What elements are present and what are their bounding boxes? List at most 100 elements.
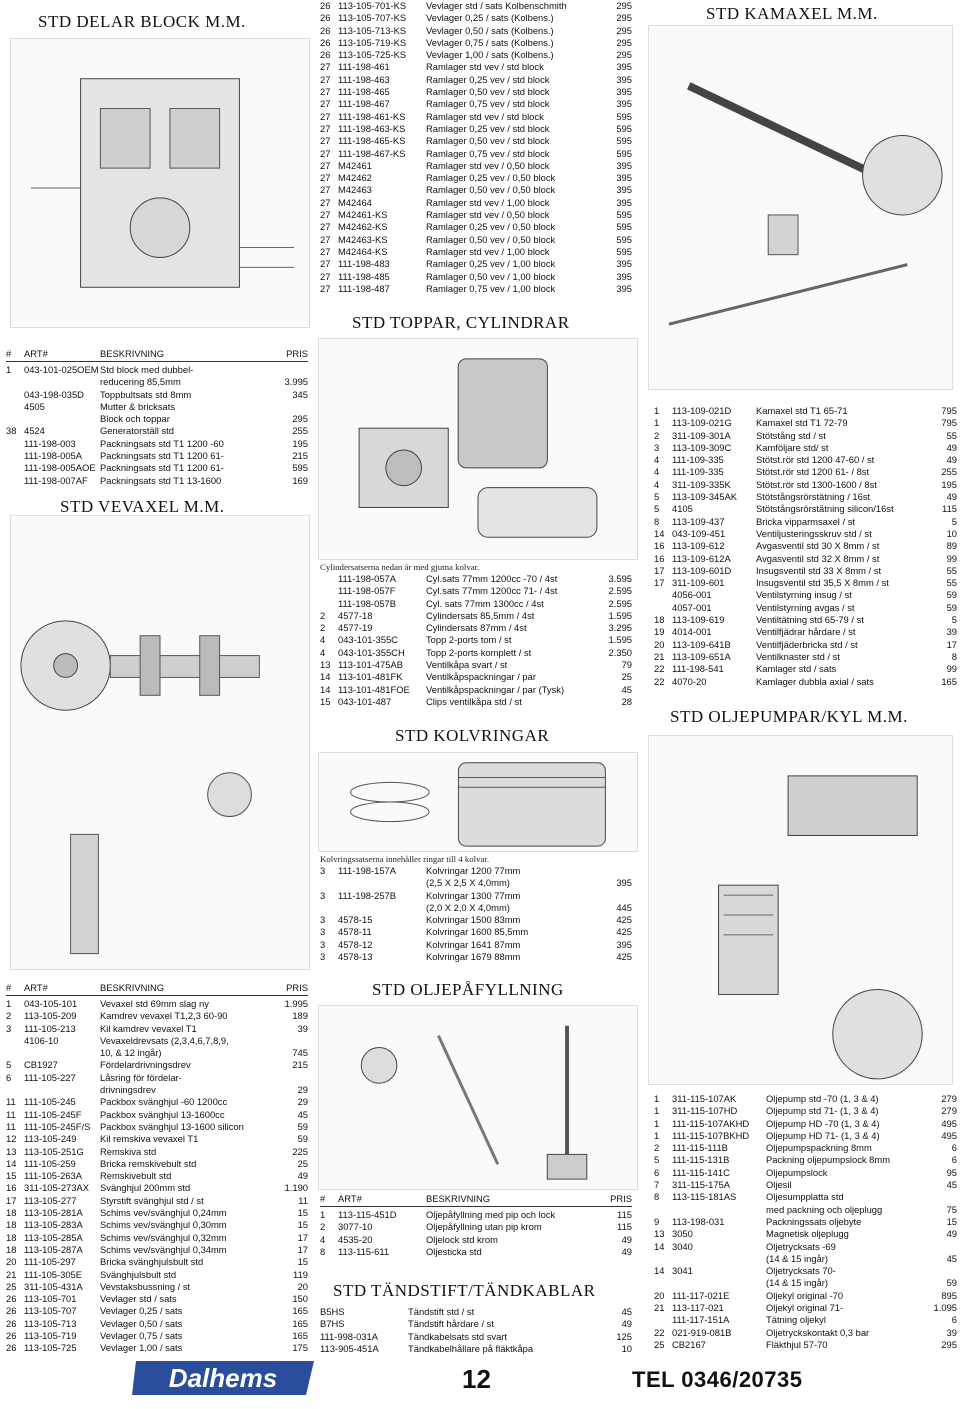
row-number	[6, 450, 24, 462]
row-number	[320, 573, 338, 585]
row-article-number: 113-109-612A	[672, 552, 731, 564]
row-number: 9	[654, 1215, 660, 1227]
row-description: Ramlager 0,50 vev / 0,50 block	[426, 184, 556, 196]
row-price: 150	[292, 1293, 308, 1305]
row-description: Oljekyl original -70	[766, 1289, 844, 1301]
row-number	[6, 401, 24, 413]
row-description: Vevaxel std 69mm slag ny	[100, 998, 209, 1009]
row-number: 18	[6, 1207, 17, 1219]
row-number: 4	[654, 454, 660, 466]
cylinder-heads-drawing	[318, 338, 638, 560]
row-description: Packning oljepumpslock 8mm	[766, 1154, 891, 1166]
kolvringar-section-title: STD KOLVRINGAR	[395, 726, 550, 745]
row-price: 5	[951, 614, 957, 626]
row-article-number: 113-105-287A	[24, 1243, 83, 1255]
row-price: 295	[941, 1338, 957, 1350]
row-number: 27	[320, 221, 331, 233]
row-article-number: 113-105-707	[24, 1305, 77, 1317]
row-number: 26	[320, 0, 331, 11]
row-number: 27	[320, 147, 331, 159]
row-description: Remskivebult std	[100, 1170, 172, 1182]
row-description: Vevlager 0,75 / sats (Kolbens.)	[426, 36, 554, 48]
row-number: 19	[654, 626, 665, 638]
row-number: 4	[654, 466, 660, 478]
row-article-number: 043-105-101	[24, 998, 78, 1009]
row-price	[278, 401, 308, 413]
row-article-number: 113-109-309C	[672, 441, 732, 453]
row-price: 49	[621, 1318, 632, 1330]
row-article-number: 111-105-305E	[24, 1268, 83, 1280]
oljepump-section-title: STD OLJEPUMPAR/KYL M.M.	[670, 707, 908, 726]
row-price: 395	[616, 258, 632, 270]
row-price: 39	[946, 626, 957, 638]
row-article-number: 111-198-487	[338, 282, 390, 294]
row-description: Packningsats std T1 1200 -60	[100, 437, 224, 449]
row-number: 27	[320, 135, 331, 147]
row-number: 22	[654, 663, 665, 675]
row-price: 55	[946, 577, 957, 589]
row-number: 5	[654, 491, 660, 503]
col-desc: BESKRIVNING	[426, 1193, 491, 1204]
row-number: 14	[654, 1265, 665, 1277]
row-description: 10, & 12 ingår)	[100, 1047, 162, 1059]
row-number: 1	[654, 1105, 660, 1117]
row-description: Ventilstyrning avgas / st	[756, 601, 855, 613]
row-article-number	[672, 1277, 766, 1289]
row-article-number	[24, 413, 100, 425]
row-article-number: 111-115-131B	[672, 1154, 730, 1166]
row-description: Ramlager std vev / 0,50 block	[426, 209, 550, 221]
row-price: 189	[292, 1010, 308, 1022]
row-article-number: 311-115-107AK	[672, 1093, 737, 1104]
row-number: 21	[654, 650, 665, 662]
row-article-number: B7HS	[320, 1318, 345, 1330]
row-price: 595	[616, 245, 632, 257]
row-article-number	[24, 376, 100, 388]
row-description: Stötstångsrörstätning / 16st	[756, 491, 871, 503]
row-number: 27	[320, 258, 331, 270]
row-description: Stötst.rör std 1200 61- / 8st	[756, 466, 870, 478]
row-description: Ramlager 0,50 vev / 0,50 block	[426, 233, 556, 245]
row-price: 10	[621, 1342, 632, 1354]
row-description: Ramlager 0,75 vev / 1,00 block	[426, 282, 556, 294]
row-number: 27	[320, 196, 331, 208]
row-description: Vevstaksbussning / st	[100, 1280, 191, 1292]
table-row: 4 111-109-335 Stötst.rör std 1200 61- / 8s…	[654, 466, 957, 478]
row-description: Kolvringar 1600 85,5mm	[426, 926, 529, 938]
row-article-number: 111-198-461	[338, 61, 390, 73]
row-article-number: 113-109-437	[672, 515, 725, 527]
row-description: Ventilkåpspackningar / par	[426, 671, 536, 683]
row-number: 27	[320, 73, 331, 85]
row-description: Ramlager 0,25 vev / 1,00 block	[426, 258, 556, 270]
row-price: 55	[946, 429, 957, 441]
row-article-number: 3041	[672, 1265, 693, 1277]
row-number: 20	[654, 638, 665, 650]
row-price: 175	[292, 1342, 308, 1354]
row-article-number: 111-109-335	[672, 466, 724, 478]
row-article-number: 113-115-611	[338, 1245, 390, 1257]
row-description: med packning och oljeplugg	[766, 1203, 883, 1215]
row-description: Oljepumpspackning 8mm	[766, 1142, 872, 1154]
row-number: 3	[320, 951, 326, 963]
row-price: 49	[946, 441, 957, 453]
row-number: 8	[654, 515, 660, 527]
